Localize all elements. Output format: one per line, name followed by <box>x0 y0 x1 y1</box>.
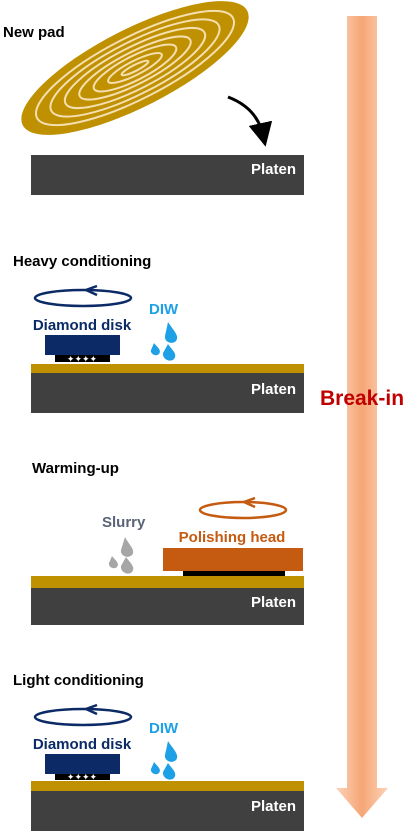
diw-label: DIW <box>149 301 179 318</box>
pad-layer <box>31 364 304 373</box>
polishing-head-label: Polishing head <box>179 529 286 546</box>
diamond-disk: ✦✦✦✦ <box>45 754 120 783</box>
rotation-arrow-icon <box>198 496 288 520</box>
stage-warming-up-title: Warming-up <box>32 460 119 477</box>
stage-light-conditioning-title: Light conditioning <box>13 672 144 689</box>
break-in-label: Break-in <box>320 387 404 410</box>
platen-label: Platen <box>251 161 296 178</box>
new-pad <box>21 1 249 135</box>
water-droplet-icon <box>150 322 178 361</box>
platen-label: Platen <box>251 381 296 398</box>
diamond-disk-label: Diamond disk <box>33 736 132 753</box>
diw-label: DIW <box>149 720 179 737</box>
curved-arrow-icon <box>227 95 273 147</box>
platen <box>31 373 304 413</box>
water-droplet-icon <box>150 741 178 780</box>
platen <box>31 588 304 625</box>
svg-text:✦✦✦✦: ✦✦✦✦ <box>67 773 98 783</box>
stage-new-pad-title: New pad <box>3 24 65 41</box>
pad-layer <box>31 781 304 791</box>
platen <box>31 791 304 831</box>
break-in-arrow <box>336 16 388 818</box>
slurry-label: Slurry <box>102 514 146 531</box>
slurry-droplet-icon <box>108 537 134 574</box>
stage-heavy-conditioning-title: Heavy conditioning <box>13 253 151 270</box>
rotation-arrow-icon <box>33 284 133 308</box>
svg-text:✦✦✦✦: ✦✦✦✦ <box>67 355 98 365</box>
pad-layer <box>31 576 304 588</box>
polishing-head <box>163 548 303 576</box>
platen <box>31 155 304 195</box>
rotation-arrow-icon <box>33 703 133 727</box>
diamond-disk-label: Diamond disk <box>33 317 132 334</box>
platen-label: Platen <box>251 594 296 611</box>
platen-label: Platen <box>251 798 296 815</box>
diamond-disk: ✦✦✦✦ <box>45 335 120 365</box>
